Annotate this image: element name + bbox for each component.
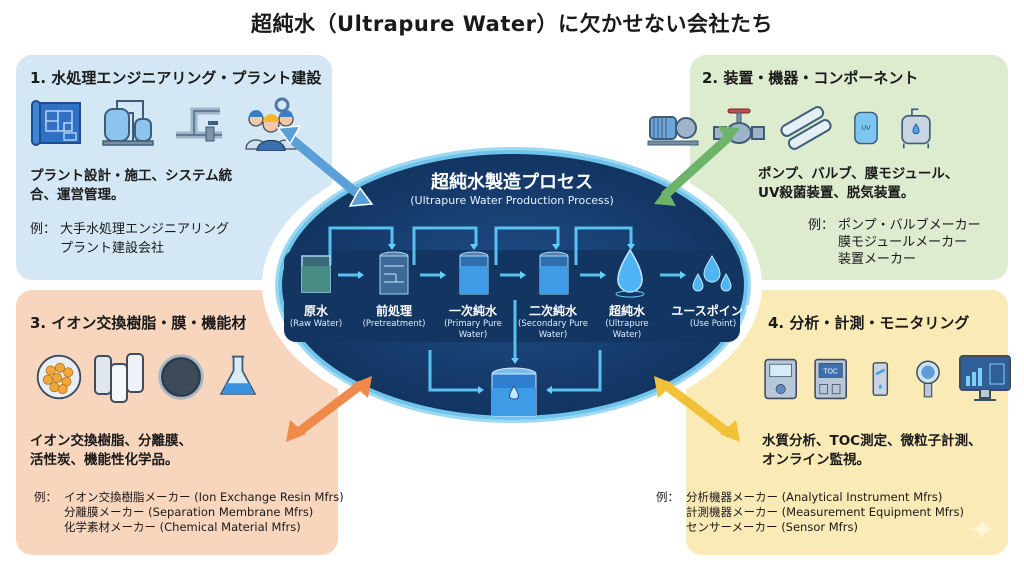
flask-icon: [219, 355, 257, 395]
piping-icon: [176, 107, 222, 142]
panel-description-line: プラント設計・施工、システム統: [30, 168, 233, 184]
monitor-chart-icon: [959, 355, 1011, 401]
panel-engineering: 1. 水処理エンジニアリング・プラント建設: [16, 55, 332, 280]
process-step-primary: 一次純水 (Primary Pure Water): [444, 304, 502, 340]
process-band: [284, 250, 740, 342]
panel-title: 3. イオン交換樹脂・膜・機能材: [30, 314, 247, 332]
tank-icon: [539, 251, 569, 295]
flow-loop: [494, 226, 560, 265]
flow-loop: [412, 226, 478, 265]
toc-label: TOC: [823, 369, 838, 376]
membrane-cartridges-icon: [94, 353, 144, 403]
process-step-ultrapure: 超純水 (Ultrapure Water): [605, 304, 649, 340]
examples-label: 例：: [30, 222, 57, 237]
example-item: 化学素材メーカー (Chemical Material Mfrs): [64, 520, 301, 534]
page-title: 超純水（Ultrapure Water）に欠かせない会社たち: [251, 12, 773, 36]
plant-tanks-icon: [102, 100, 154, 146]
example-item: イオン交換樹脂メーカー (Ion Exchange Resin Mfrs): [64, 490, 344, 504]
panel-description-line: UV殺菌装置、脱気装置。: [758, 185, 915, 201]
probe-sensor-icon: [916, 360, 940, 398]
example-item: 大手水処理エンジニアリング: [60, 222, 230, 237]
particle-sensor-icon: [872, 362, 889, 396]
example-item: センサーメーカー (Sensor Mfrs): [686, 520, 858, 534]
examples-label: 例：: [808, 218, 835, 233]
panel-title: 2. 装置・機器・コンポーネント: [702, 69, 919, 87]
example-item: 膜モジュールメーカー: [838, 235, 968, 250]
tank-icon: [459, 251, 489, 295]
panel-description-line: 活性炭、機能性化学品。: [30, 452, 179, 468]
example-item: ポンプ・バルブメーカー: [838, 218, 981, 233]
engineers-icon: [245, 97, 297, 151]
flow-loop: [328, 226, 394, 265]
process-subtitle: (Ultrapure Water Production Process): [410, 194, 614, 207]
water-drops-icon: [692, 255, 732, 292]
example-item: 計測機器メーカー (Measurement Equipment Mfrs): [686, 505, 965, 519]
process-step-raw-water: 原水 (Raw Water): [289, 304, 343, 329]
sparkle-icon: [970, 517, 994, 541]
panel-title: 4. 分析・計測・モニタリング: [768, 314, 970, 332]
panel-description-line: 合、運営管理。: [30, 187, 125, 203]
flow-to-storage: [550, 350, 602, 392]
uv-label: UV: [861, 125, 871, 132]
panel-description-line: オンライン監視。: [762, 452, 870, 468]
water-drop-icon: [615, 248, 645, 298]
process-title: 超純水製造プロセス: [431, 172, 593, 193]
example-item: プラント建設会社: [60, 241, 165, 256]
activated-carbon-icon: [158, 354, 204, 400]
process-step-use-point: ユースポイント (Use Point): [671, 304, 755, 329]
flow-to-storage: [428, 350, 480, 392]
example-item: 分離膜メーカー (Separation Membrane Mfrs): [64, 505, 314, 519]
water-analyzer-icon: [764, 358, 797, 400]
filter-tank-icon: [379, 251, 409, 295]
process-step-secondary: 二次純水 (Secondary Pure Water): [518, 304, 588, 340]
panel-description-line: 水質分析、TOC測定、微粒子計測、: [762, 433, 982, 449]
panel-title: 1. 水処理エンジニアリング・プラント建設: [30, 69, 322, 87]
beaker-icon: [301, 255, 331, 293]
blueprint-icon: [31, 100, 81, 146]
uv-sterilizer-icon: UV: [854, 111, 878, 145]
panel-description-line: ポンプ、バルブ、膜モジュール、: [758, 166, 959, 182]
toc-meter-icon: TOC: [814, 358, 847, 400]
panel-description-line: イオン交換樹脂、分離膜、: [30, 433, 192, 449]
storage-tank-drop-icon: [491, 367, 537, 417]
example-item: 装置メーカー: [838, 252, 917, 267]
membrane-module-icon: [780, 106, 832, 150]
process-step-pretreatment: 前処理 (Pretreatment): [362, 304, 426, 329]
ion-exchange-resin-icon: [36, 354, 82, 400]
examples-label: 例：: [656, 490, 679, 504]
flow-loop: [574, 226, 633, 265]
examples-label: 例：: [34, 490, 57, 504]
degasser-tank-icon: [901, 108, 931, 149]
example-item: 分析機器メーカー (Analytical Instrument Mfrs): [686, 490, 943, 504]
